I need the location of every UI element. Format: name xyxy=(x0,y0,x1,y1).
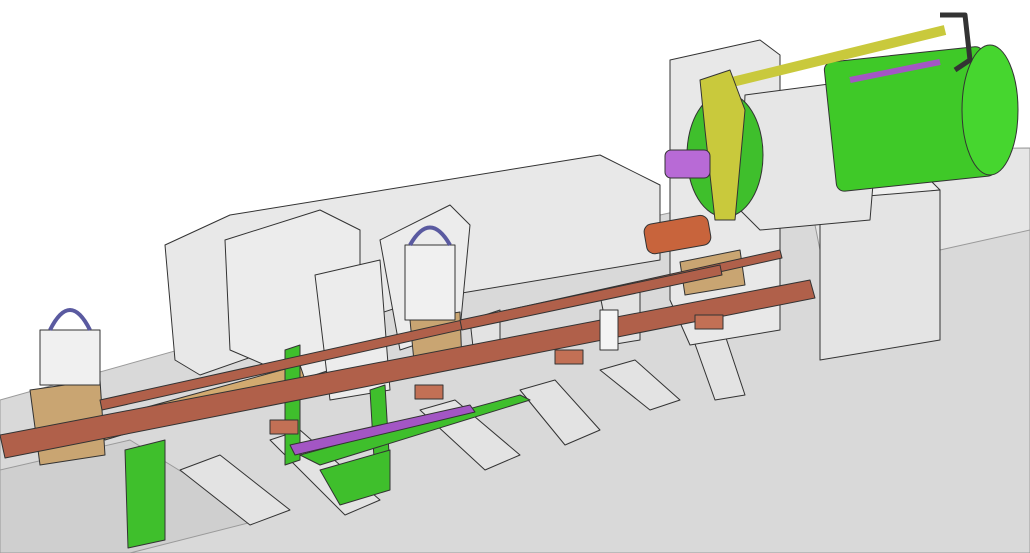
hydraulic-cylinder xyxy=(823,44,1019,192)
clamp-towers xyxy=(39,225,456,386)
cable-chain xyxy=(940,12,973,73)
purple-beam xyxy=(289,404,476,456)
control-panel xyxy=(599,309,619,351)
yellow-lever xyxy=(699,69,746,221)
press-base xyxy=(819,189,941,361)
purple-shaft xyxy=(664,149,711,179)
purple-rod xyxy=(849,59,941,83)
yellow-rod xyxy=(718,25,947,90)
rail-clips xyxy=(269,314,724,435)
orange-cylinder xyxy=(643,214,712,255)
